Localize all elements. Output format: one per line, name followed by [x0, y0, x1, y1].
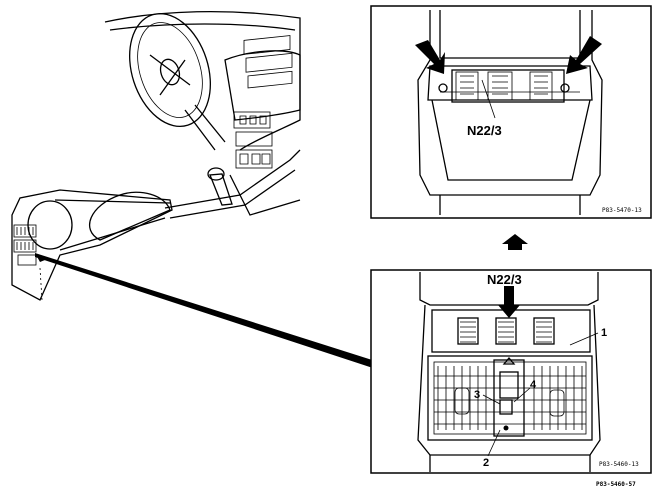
bottom-detail-panel: N22/3 1 2 3 4 P83-5460-13 — [370, 269, 652, 474]
vent-module-n22-3-bottom — [457, 317, 555, 345]
cockpit-overview-illustration — [11, 10, 388, 373]
component-label-n22-3-bottom: N22/3 — [487, 272, 522, 287]
screw-left-top — [438, 83, 448, 93]
callout-2: 2 — [483, 457, 489, 469]
up-arrow-icon — [502, 234, 528, 250]
center-stack — [233, 35, 293, 169]
rear-console — [11, 189, 173, 301]
callout-1: 1 — [601, 327, 607, 339]
arrow-right-icon — [566, 36, 602, 74]
top-detail-panel: N22/3 P83-5470-13 — [370, 5, 652, 219]
callout-3: 3 — [474, 389, 480, 401]
figure-reference-code: P83-5460-57 — [596, 481, 636, 488]
reference-code-top: P83-5470-13 — [602, 207, 642, 214]
reference-code-bottom: P83-5460-13 — [599, 461, 639, 468]
screw-right-top — [560, 83, 570, 93]
arrow-down-icon — [498, 286, 520, 318]
component-label-n22-3-top: N22/3 — [467, 123, 502, 138]
arrow-left-icon — [415, 40, 445, 74]
callout-4: 4 — [530, 379, 537, 391]
vent-module-n22-3-top — [451, 69, 565, 103]
